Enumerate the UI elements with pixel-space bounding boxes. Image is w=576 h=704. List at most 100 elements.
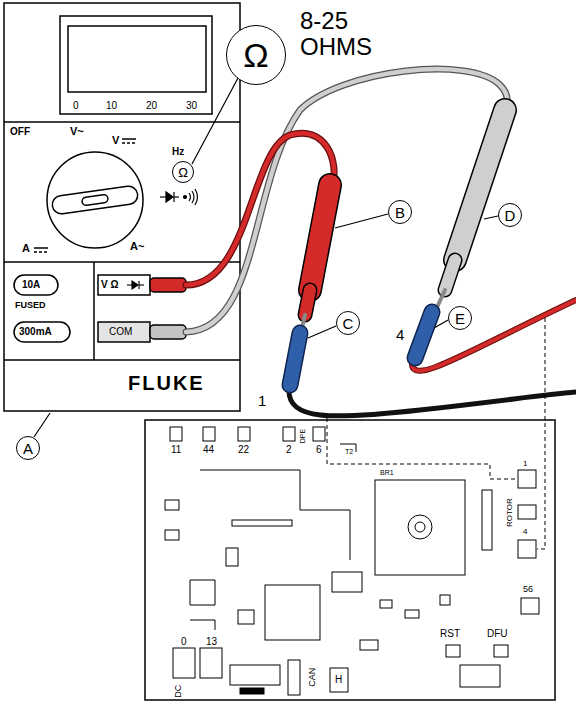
callout-letter: A [16,436,40,460]
leader-line [335,214,388,228]
bridge-rectifier [375,480,465,575]
pin-name: 2 [286,444,292,456]
component [238,610,254,624]
connector [170,427,182,441]
terminal-number: 1 [258,392,266,409]
diode-triangle [166,192,173,202]
button [446,645,460,657]
connector [313,427,325,441]
dc-symbol [34,247,48,249]
scale-number: 20 [146,100,157,112]
component [240,688,264,694]
diode-lead [174,196,179,197]
blue-terminal [290,333,300,385]
bridge-hole [408,515,432,539]
ic-chip [332,572,362,592]
pin-name: 44 [203,444,214,456]
pin-name: CAN [307,668,317,687]
circuit-board [145,420,555,700]
component [190,580,215,630]
component-ref: T2 [345,448,353,456]
diode-triangle [132,281,138,289]
black-wire [289,390,576,416]
component [360,640,378,650]
grey-plug [150,325,186,339]
terminal-outline [415,312,432,358]
diode-symbol [127,281,144,289]
component [232,520,292,526]
display-screen [68,26,206,92]
diode-lead [127,284,132,285]
pin-name: ROTOR [505,498,514,527]
bridge-hole [415,522,425,532]
callout-symbol: Ω [226,25,286,85]
scale-number: 0 [73,100,79,112]
leader-lines [34,78,498,437]
dc-symbol [122,142,136,144]
jack-label: FUSED [15,300,46,310]
jack-label: V Ω [101,279,118,291]
dial-pointer [82,194,109,206]
pin-name: 56 [523,584,533,594]
grey-probe [455,110,505,260]
terminal-number: 4 [396,326,404,343]
connector [330,668,348,692]
terminal-outline [290,333,300,385]
diode-symbol [160,189,198,205]
component [460,665,500,687]
pin-name: 0 [181,636,187,648]
board-outline-mark [200,470,350,560]
red-wire-outline [412,300,576,371]
pin-name: H [335,674,342,686]
red-plug [150,278,186,292]
button-name: DFU [487,628,508,640]
pin-name: DPE [299,429,307,443]
pin-name: 22 [238,444,249,456]
dial-symbol: Ω [172,161,194,183]
node-text: B [395,205,405,220]
test-leads [186,69,576,416]
connector [288,660,300,695]
probe-outline [310,185,330,290]
node-text: A [23,441,33,456]
button [494,645,508,657]
brand-name: FLUKE [128,372,205,395]
meter-body [4,3,240,411]
leader-line [484,216,498,219]
jack-300ma [14,322,70,342]
grey-lead [186,69,507,332]
probe-collar [445,260,455,290]
scale-number: 30 [186,100,197,112]
probe-collar [445,260,455,290]
connector [200,648,222,678]
component [380,600,392,608]
node-text: C [343,316,354,331]
grey-lead-outline [186,69,507,332]
dial-setting: A~ [130,240,144,253]
display-frame [60,16,212,114]
button-name: RST [440,628,460,640]
pin-name: DC [173,685,183,698]
red-wire [412,300,576,371]
pin-name: 13 [206,636,217,648]
beep-waves [189,189,198,205]
rotor-pin [518,470,536,488]
probe-collar [305,290,310,315]
connector [203,427,215,441]
leader-line [434,320,448,328]
callout-letter: D [498,203,522,227]
probe-collar [305,290,310,315]
dial-knob [51,185,139,215]
component [226,548,238,566]
pin-name: 6 [316,444,322,456]
connector [238,427,250,441]
leader-line [308,326,336,338]
component [165,530,179,540]
pin-name: 11 [171,444,181,456]
dial-setting: V [112,134,119,147]
dial-setting: A [22,242,30,255]
node-text: E [455,311,465,326]
jack-com [98,322,150,342]
component [165,500,179,510]
